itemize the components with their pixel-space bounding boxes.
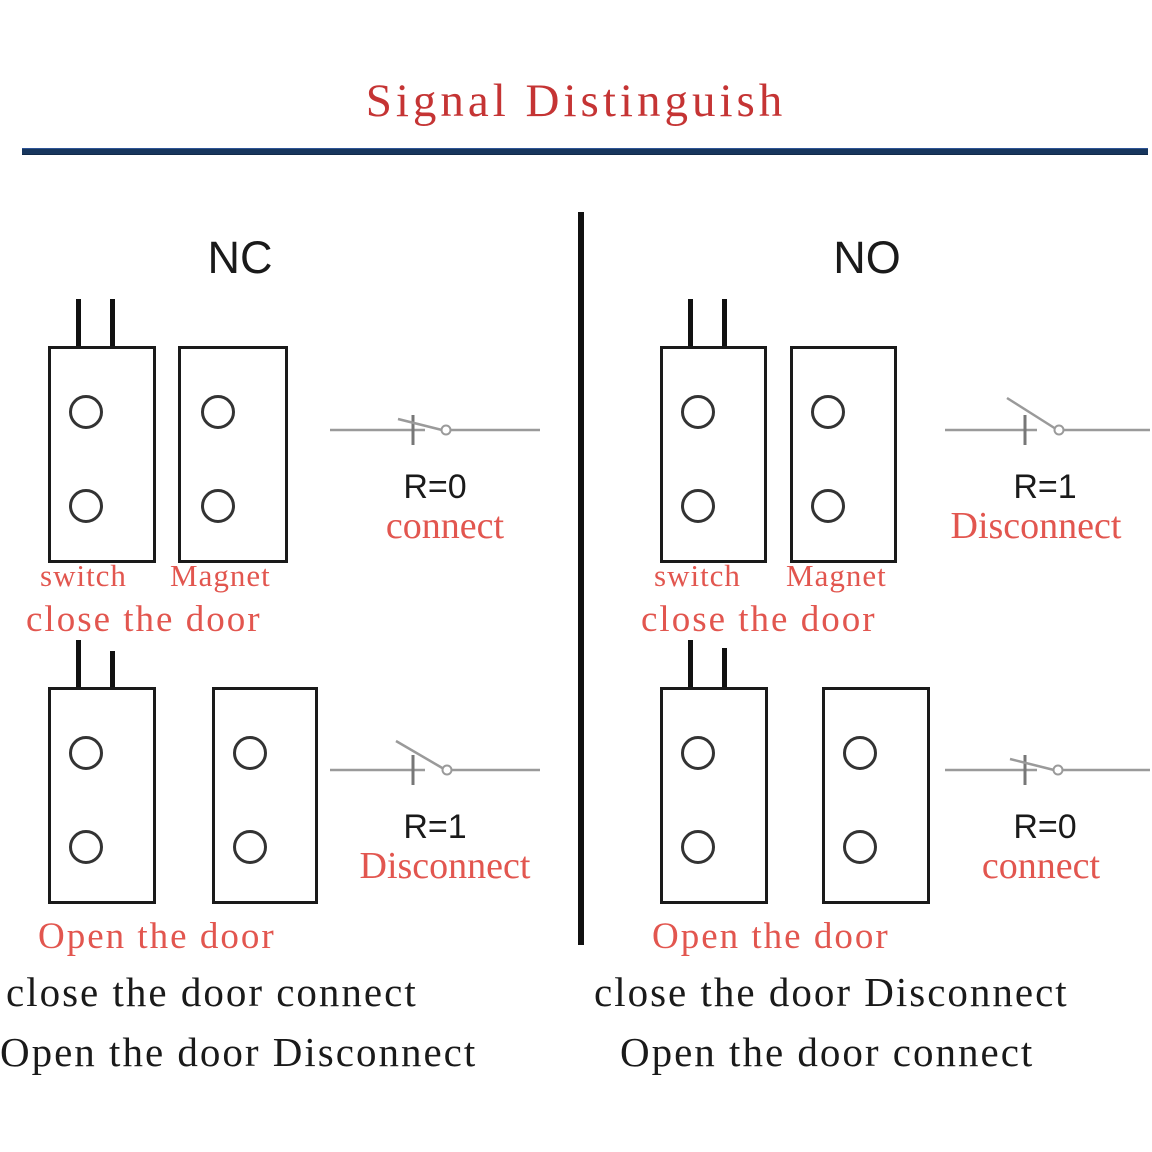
resistance-value: R=1 [403, 808, 467, 846]
switch-lead-right [722, 648, 727, 689]
magnet-body [790, 346, 897, 563]
summary-no-closed: close the door Disconnect [594, 969, 1069, 1015]
mounting-hole-top [681, 395, 715, 429]
reed-switch-body [48, 346, 156, 563]
resistance-value: R=0 [1013, 808, 1077, 846]
part-label-magnet: Magnet [786, 558, 887, 593]
door-state-label: close the door [641, 599, 877, 640]
switch-lead-left [76, 299, 81, 348]
reed-switch-body [48, 687, 156, 904]
summary-nc-open: Open the door Disconnect [0, 1029, 478, 1075]
contact-state: Disconnect [950, 505, 1122, 547]
mounting-hole-bottom [69, 489, 103, 523]
switch-lead-left [688, 640, 693, 689]
mounting-hole-bottom [811, 489, 845, 523]
magnet-body [822, 687, 930, 904]
contact-state: connect [981, 845, 1101, 887]
mounting-hole-top [811, 395, 845, 429]
switch-lead-left [688, 299, 693, 348]
mounting-hole-bottom [681, 489, 715, 523]
mounting-hole-top [69, 395, 103, 429]
mounting-hole-top [843, 736, 877, 770]
contact-state: Disconnect [359, 845, 531, 887]
reed-switch-body [660, 346, 767, 563]
switch-symbol-closed [330, 395, 540, 465]
mounting-hole-bottom [843, 830, 877, 864]
column-heading-no: NO [833, 232, 901, 283]
door-state-label: Open the door [38, 916, 276, 957]
switch-lead-right [110, 651, 115, 689]
mounting-hole-bottom [201, 489, 235, 523]
page-title: Signal Distinguish [365, 75, 787, 127]
switch-symbol-open [330, 735, 540, 805]
mounting-hole-top [681, 736, 715, 770]
switch-lead-right [110, 299, 115, 348]
part-label-magnet: Magnet [170, 558, 271, 593]
reed-switch-body [660, 687, 768, 904]
summary-nc-closed: close the door connect [6, 969, 418, 1015]
title-divider-rule [22, 148, 1148, 155]
contact-state: connect [385, 505, 505, 547]
mounting-hole-bottom [233, 830, 267, 864]
mounting-hole-bottom [69, 830, 103, 864]
mounting-hole-bottom [681, 830, 715, 864]
resistance-value: R=0 [403, 468, 467, 506]
switch-lead-left [76, 640, 81, 689]
mounting-hole-top [201, 395, 235, 429]
switch-lead-right [722, 299, 727, 348]
column-heading-nc: NC [207, 232, 273, 283]
part-label-switch: switch [40, 558, 127, 593]
mounting-hole-top [69, 736, 103, 770]
part-label-switch: switch [654, 558, 741, 593]
magnet-body [178, 346, 288, 563]
switch-symbol-open [945, 392, 1152, 462]
resistance-value: R=1 [1013, 468, 1077, 506]
door-state-label: Open the door [652, 916, 890, 957]
magnet-body [212, 687, 318, 904]
mounting-hole-top [233, 736, 267, 770]
switch-symbol-closed [945, 735, 1152, 805]
summary-no-open: Open the door connect [620, 1029, 1035, 1075]
column-divider [578, 212, 584, 945]
door-state-label: close the door [26, 599, 262, 640]
